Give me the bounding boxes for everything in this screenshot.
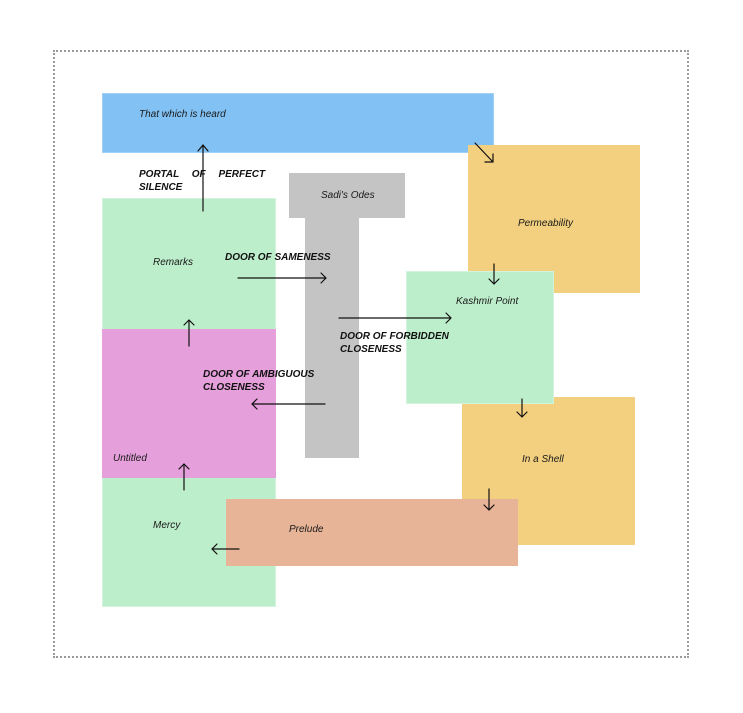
block-kashmir-point[interactable]	[406, 271, 554, 404]
label-portal-of-perfect-silence: PORTAL OF PERFECT SILENCE	[139, 169, 266, 193]
label-kashmir-point: Kashmir Point	[456, 296, 519, 307]
arrow-door-of-sameness	[237, 272, 327, 284]
arrow-heard-to-permeability	[474, 142, 494, 163]
block-prelude[interactable]	[226, 499, 518, 566]
label-in-a-shell: In a Shell	[522, 454, 564, 465]
block-that-which-is-heard[interactable]	[102, 93, 494, 153]
label-door-of-ambiguous-closeness: DOOR OF AMBIGUOUS CLOSENESS	[203, 369, 315, 393]
block-sadis-odes-top[interactable]	[289, 173, 405, 218]
arrow-permeability-to-kashmir	[488, 263, 500, 285]
label-remarks: Remarks	[153, 257, 194, 268]
block-sadis-odes-stem[interactable]	[305, 217, 359, 458]
arrow-mercy-to-untitled	[178, 463, 190, 491]
arrow-door-of-forbidden-closeness	[338, 312, 452, 324]
label-that-which-is-heard: That which is heard	[139, 109, 226, 120]
arrow-portal-perfect-silence	[197, 144, 209, 212]
canvas-frame	[53, 50, 689, 658]
arrow-door-of-ambiguous-closeness	[251, 398, 326, 410]
arrow-untitled-to-remarks	[183, 319, 195, 347]
arrow-kashmir-to-shell	[516, 398, 528, 418]
label-untitled: Untitled	[113, 453, 147, 464]
label-mercy: Mercy	[153, 520, 181, 531]
label-prelude: Prelude	[289, 524, 324, 535]
arrow-prelude-to-mercy	[211, 543, 240, 555]
label-door-of-forbidden-closeness: DOOR OF FORBIDDEN CLOSENESS	[340, 331, 449, 355]
label-permeability: Permeability	[518, 218, 574, 229]
arrow-shell-to-prelude	[483, 488, 495, 511]
block-permeability[interactable]	[468, 145, 640, 293]
label-door-of-sameness: DOOR OF SAMENESS	[225, 252, 331, 263]
label-sadis-odes: Sadi's Odes	[321, 190, 375, 201]
block-untitled[interactable]	[102, 329, 276, 478]
